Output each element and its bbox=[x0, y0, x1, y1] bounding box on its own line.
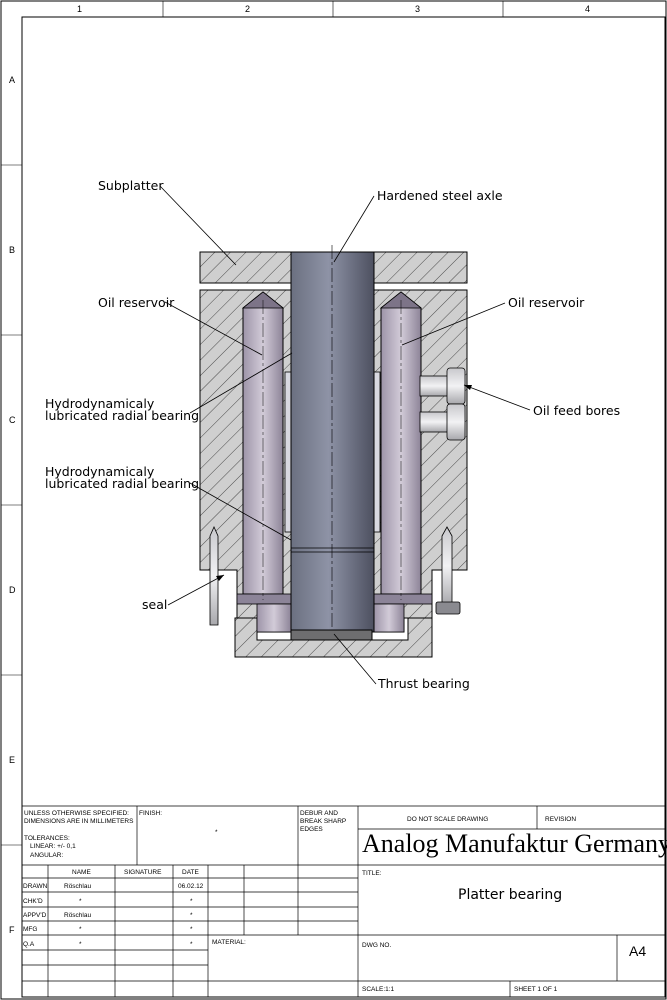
tb-debur-line1: DEBUR AND bbox=[300, 810, 338, 817]
tb-sheet: SHEET 1 OF 1 bbox=[514, 986, 558, 993]
tb-row-role: Q.A bbox=[23, 941, 35, 948]
tb-row-role: CHK'D bbox=[23, 898, 43, 905]
label-radial-bearing-2-line2: lubricated radial bearing bbox=[45, 476, 199, 491]
leader-lines bbox=[159, 185, 531, 685]
tb-do-not-scale: DO NOT SCALE DRAWING bbox=[407, 816, 488, 823]
zone-row-e: E bbox=[9, 755, 15, 765]
zone-col-4: 4 bbox=[585, 4, 590, 14]
screw-right bbox=[441, 526, 453, 606]
tb-row-name: Röschlau bbox=[64, 912, 91, 919]
zone-rows: A B C D E F bbox=[1, 75, 22, 935]
tb-title: Platter bearing bbox=[458, 887, 562, 903]
oil-reservoir-left-base bbox=[236, 593, 292, 605]
zone-row-a: A bbox=[9, 75, 15, 85]
label-radial-bearing-1-line1: Hydrodynamicaly bbox=[45, 396, 155, 411]
tb-row-date: * bbox=[190, 926, 193, 933]
tb-row-name: * bbox=[79, 941, 82, 948]
zone-row-c: C bbox=[9, 415, 16, 425]
label-radial-bearing-1-line2: lubricated radial bearing bbox=[45, 408, 199, 423]
label-oil-reservoir-left: Oil reservoir bbox=[98, 295, 175, 310]
tb-row-role: DRAWN bbox=[23, 883, 48, 890]
drawing-frame bbox=[21, 16, 666, 998]
zone-col-3: 3 bbox=[415, 4, 420, 14]
tb-material-label: MATERIAL: bbox=[212, 939, 246, 946]
label-subplatter: Subplatter bbox=[98, 178, 164, 193]
tb-dwg-no-label: DWG NO. bbox=[362, 942, 391, 949]
tb-col-name: NAME bbox=[72, 869, 91, 876]
tb-angular: ANGULAR: bbox=[30, 852, 63, 859]
zone-col-2: 2 bbox=[245, 4, 250, 14]
tb-revision: REVISION bbox=[545, 816, 576, 823]
zone-col-1: 1 bbox=[77, 4, 82, 14]
zone-row-b: B bbox=[9, 245, 15, 255]
tb-unless-line1: UNLESS OTHERWISE SPECIFIED: bbox=[24, 810, 129, 817]
hardened-steel-axle bbox=[290, 251, 375, 633]
tb-size: A4 bbox=[629, 943, 646, 959]
oil-feed-bore-upper bbox=[419, 375, 451, 397]
leader-arrows bbox=[216, 385, 472, 581]
label-axle: Hardened steel axle bbox=[377, 188, 503, 203]
radial-bearing-sleeve-left bbox=[284, 371, 292, 533]
zone-row-d: D bbox=[9, 585, 16, 595]
tb-col-date: DATE bbox=[182, 869, 200, 876]
label-thrust-bearing: Thrust bearing bbox=[377, 676, 470, 691]
thrust-bearing bbox=[290, 629, 373, 641]
tb-debur-line3: EDGES bbox=[300, 826, 323, 833]
tb-debur-line2: BREAK SHARP bbox=[300, 818, 346, 825]
tb-row-name: Röschlau bbox=[64, 883, 91, 890]
oil-feed-bore-lower bbox=[419, 411, 451, 433]
label-oil-reservoir-right: Oil reservoir bbox=[508, 295, 585, 310]
tb-finish-label: FINISH: bbox=[139, 810, 162, 817]
radial-bearing-sleeve-right bbox=[373, 371, 381, 533]
seal-screw-left bbox=[209, 526, 219, 626]
tb-tolerances: TOLERANCES: bbox=[24, 835, 70, 842]
tb-row-name: * bbox=[79, 926, 82, 933]
lower-chamber-right bbox=[373, 603, 405, 633]
label-radial-bearing-2-line1: Hydrodynamicaly bbox=[45, 464, 155, 479]
tb-row-role: MFG bbox=[23, 926, 37, 933]
tb-col-signature: SIGNATURE bbox=[124, 869, 162, 876]
title-block-grid bbox=[22, 805, 665, 997]
tb-scale: SCALE:1:1 bbox=[362, 986, 395, 993]
oil-reservoir-right-base bbox=[373, 593, 433, 605]
tb-row-date: * bbox=[190, 941, 193, 948]
zone-columns: 1 2 3 4 bbox=[77, 1, 590, 17]
tb-row-role: APPV'D bbox=[23, 912, 47, 919]
label-seal: seal bbox=[142, 597, 167, 612]
label-oil-feed-bores: Oil feed bores bbox=[533, 403, 620, 418]
tb-row-name: * bbox=[79, 898, 82, 905]
tb-linear: LINEAR: +/- 0,1 bbox=[30, 843, 76, 850]
tb-row-date: * bbox=[190, 898, 193, 905]
tb-row-date: * bbox=[190, 912, 193, 919]
tb-row-date: 06.02.12 bbox=[178, 883, 204, 890]
bearing-section bbox=[199, 245, 468, 658]
zone-row-f: F bbox=[9, 925, 15, 935]
tb-company: Analog Manufaktur Germany bbox=[362, 829, 667, 858]
tb-unless-line2: DIMENSIONS ARE IN MILLIMETERS bbox=[24, 818, 134, 825]
tb-title-label: TITLE: bbox=[362, 870, 382, 877]
lower-chamber-left bbox=[256, 603, 292, 633]
tb-finish-value: * bbox=[215, 829, 218, 836]
